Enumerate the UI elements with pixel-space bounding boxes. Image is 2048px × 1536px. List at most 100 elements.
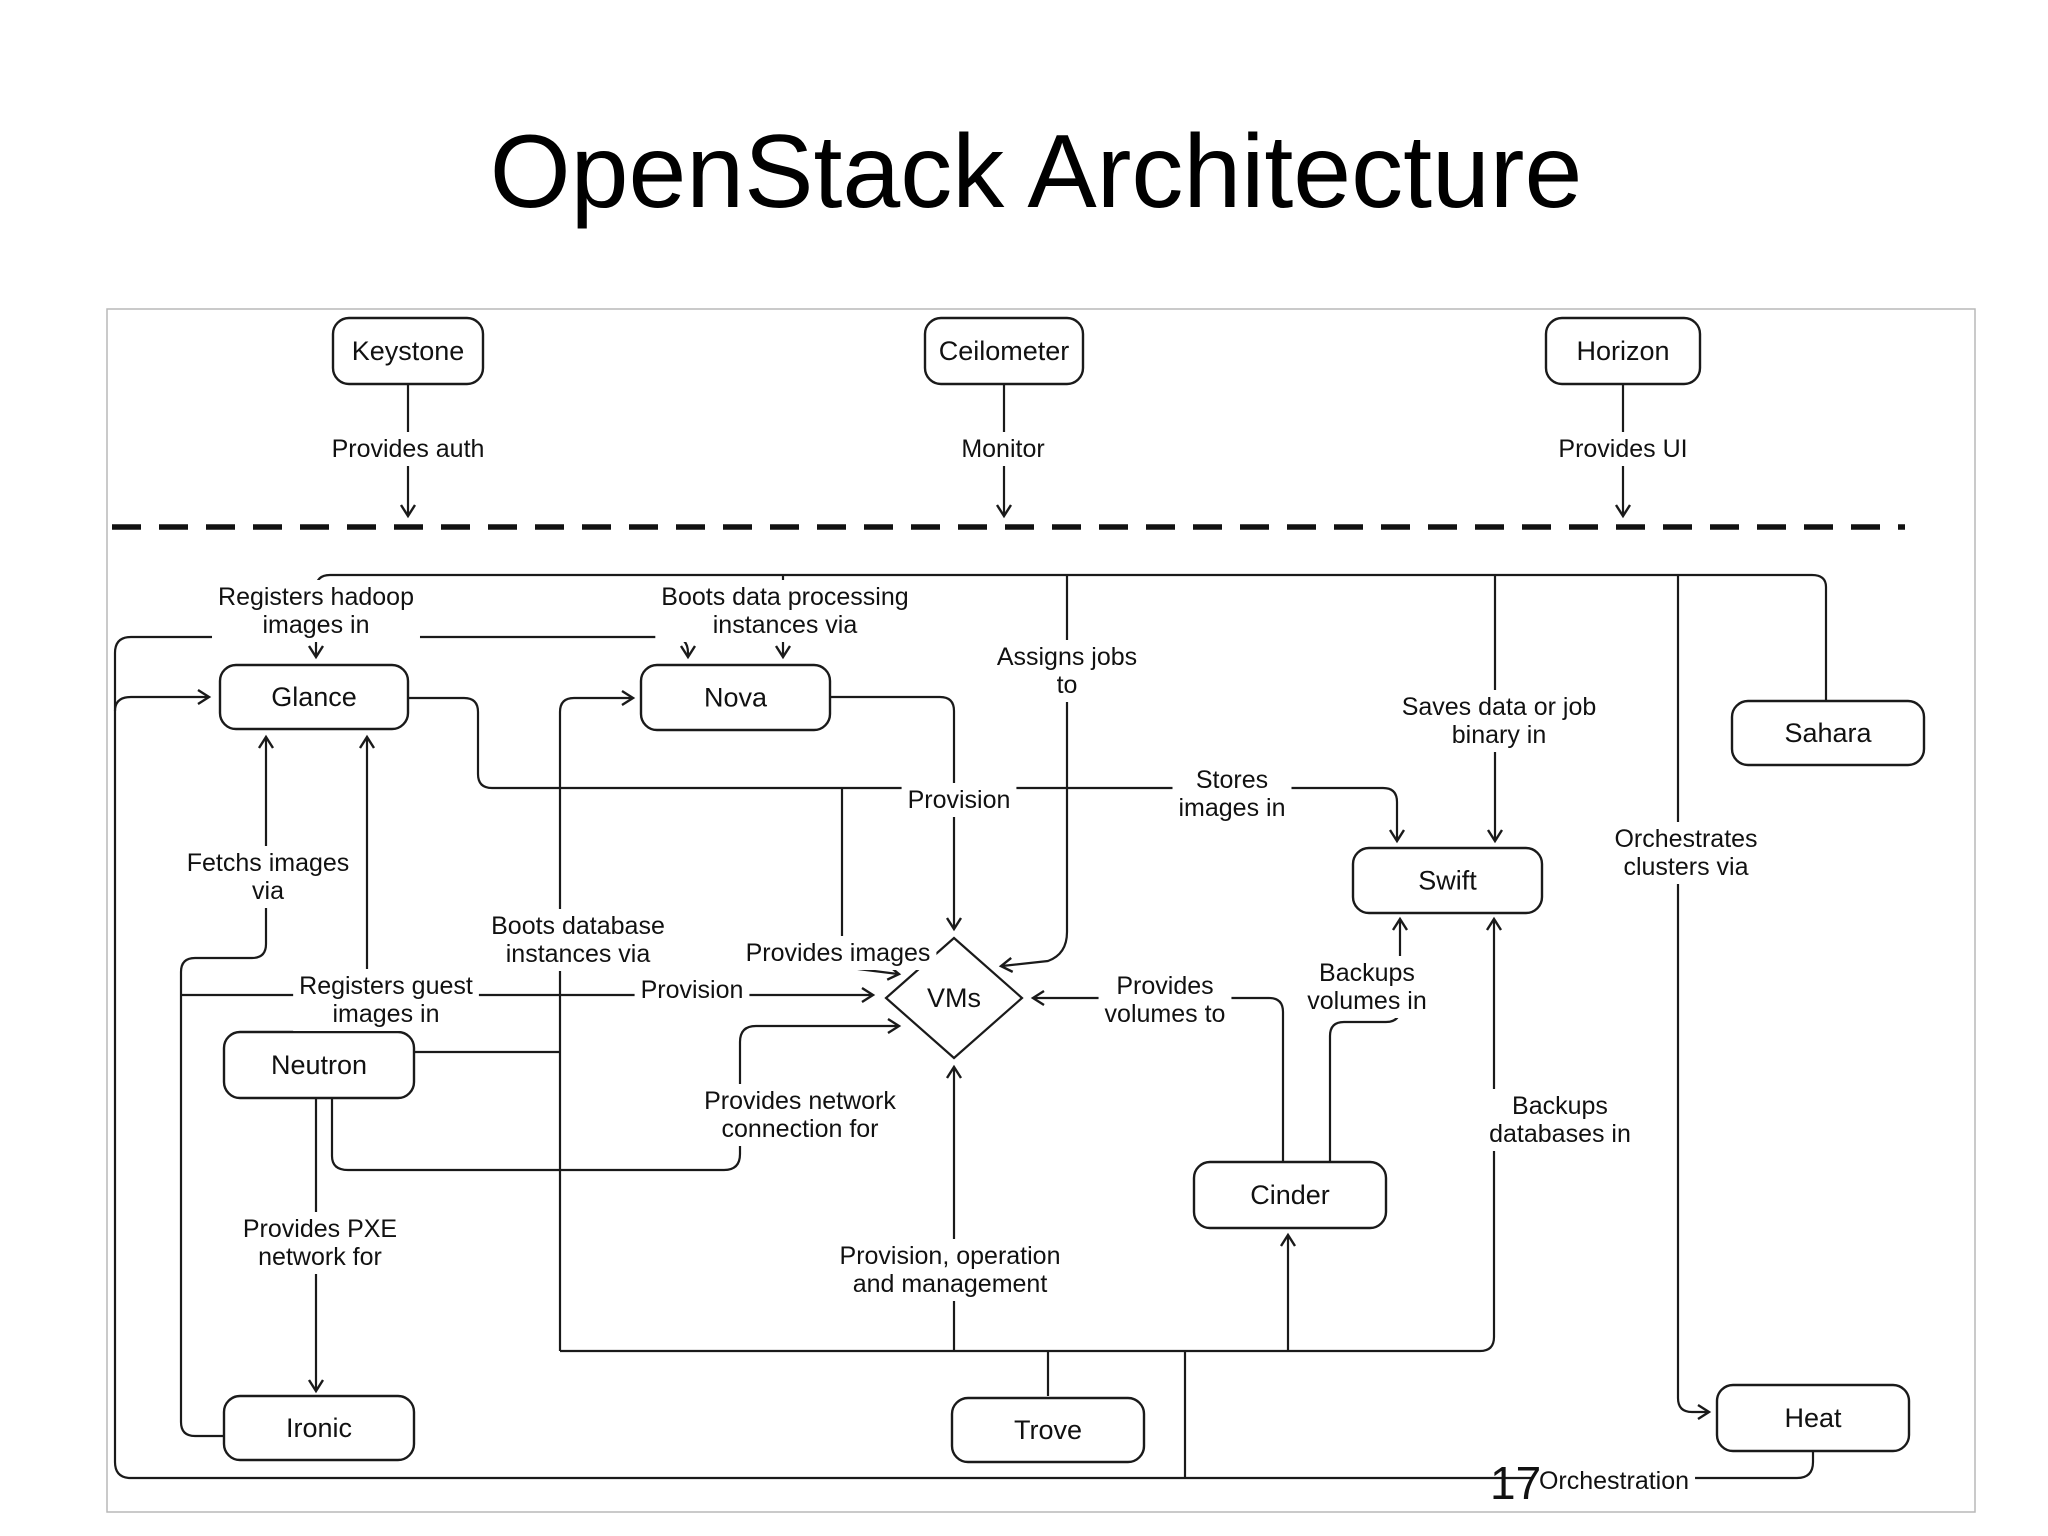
neutron-box — [222, 1030, 416, 1100]
provision-ironic-text: Provision — [641, 976, 744, 1004]
registers-hadoop-bg — [212, 580, 420, 642]
swift-label: Swift — [1418, 866, 1477, 896]
backups-databases-line — [1479, 916, 1503, 1353]
keystone-label: Keystone — [352, 336, 465, 366]
keystone-box — [331, 316, 485, 386]
cinder-box — [1192, 1160, 1388, 1230]
edge-labels: Provides auth Monitor Provides UI Registers… — [180, 432, 1764, 1498]
ceilometer-box — [923, 316, 1085, 386]
orchestrates-clusters-line — [1676, 575, 1712, 1421]
node-glance: Glance — [218, 663, 410, 731]
ironic-box — [222, 1394, 416, 1462]
monitor-text: Monitor — [961, 435, 1044, 463]
diagram-frame — [106, 308, 1976, 1513]
page-title: OpenStack Architecture — [490, 114, 1583, 230]
trove-box — [950, 1396, 1146, 1464]
assigns-jobs-bg — [990, 640, 1144, 702]
provides-volumes-line — [1030, 989, 1285, 1162]
provides-auth-text: Provides auth — [332, 435, 485, 463]
edge-label-provision-ironic: Provision — [634, 973, 750, 1007]
edge-label-provides-auth: Provides auth — [325, 432, 491, 466]
provides-ui-bg — [1552, 432, 1694, 466]
monitor-bg — [955, 432, 1051, 466]
saves-data-bg — [1395, 690, 1603, 752]
trove-label: Trove — [1014, 1415, 1082, 1445]
edge-label-provision-nova: Provision — [901, 783, 1017, 817]
edge-label-orchestration: Orchestration — [1532, 1464, 1696, 1498]
vms-label: VMs — [927, 983, 981, 1013]
boots-database-bg — [485, 909, 671, 971]
ironic-label: Ironic — [286, 1413, 352, 1443]
orchestration-bg — [1532, 1464, 1696, 1498]
nova-box — [639, 663, 832, 732]
provision-ironic-bg — [634, 973, 750, 1007]
provides-images-text: Provides images — [746, 939, 931, 967]
sahara-label: Sahara — [1784, 718, 1872, 748]
node-horizon: Horizon — [1544, 316, 1702, 386]
heat-box — [1715, 1383, 1911, 1453]
boots-database-line — [558, 689, 636, 1351]
node-trove: Trove — [950, 1396, 1146, 1464]
glance-label: Glance — [271, 682, 357, 712]
orchestrates-clusters-bg — [1608, 822, 1764, 884]
fetchs-images-bg — [180, 846, 356, 908]
nova-label: Nova — [704, 683, 768, 713]
provides-ui-text: Provides UI — [1558, 435, 1687, 463]
backups-databases-bg — [1483, 1089, 1637, 1151]
edge-label-monitor: Monitor — [955, 432, 1051, 466]
boots-data-processing-bg — [655, 580, 915, 642]
provides-pxe-bg — [236, 1212, 404, 1274]
registers-guest-bg — [293, 969, 479, 1031]
provides-network-bg — [698, 1084, 903, 1146]
horizon-label: Horizon — [1576, 336, 1669, 366]
ceilometer-label: Ceilometer — [939, 336, 1070, 366]
stores-images-bg — [1172, 763, 1292, 825]
swift-box — [1351, 846, 1544, 915]
horizon-box — [1544, 316, 1702, 386]
orchestration-text: Orchestration — [1539, 1467, 1689, 1495]
glance-left-line — [113, 688, 212, 712]
assigns-jobs-line — [998, 575, 1069, 973]
provision-nova-bg — [901, 783, 1017, 817]
sahara-box — [1730, 699, 1926, 767]
node-cinder: Cinder — [1192, 1160, 1388, 1230]
node-ceilometer: Ceilometer — [923, 316, 1085, 386]
node-ironic: Ironic — [222, 1394, 416, 1462]
node-sahara: Sahara — [1730, 699, 1926, 767]
provides-auth-bg — [325, 432, 491, 466]
cinder-label: Cinder — [1250, 1180, 1330, 1210]
edge-label-provides-ui: Provides UI — [1552, 432, 1694, 466]
node-neutron: Neutron — [222, 1030, 416, 1100]
stores-images-line — [408, 696, 1406, 844]
fetchs-images-line — [179, 734, 275, 1438]
provides-images-bg — [739, 936, 937, 970]
provision-operation-bg — [833, 1239, 1067, 1301]
edge-label-provides-images: Provides images — [739, 936, 937, 970]
